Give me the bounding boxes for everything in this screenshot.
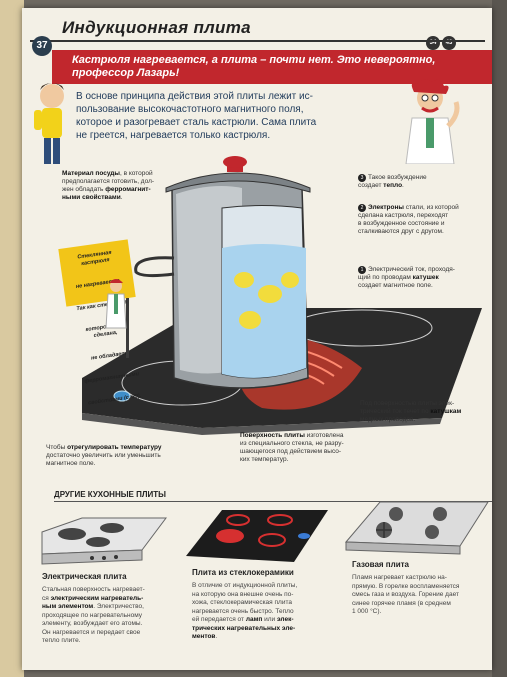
header-rule xyxy=(30,40,485,42)
banner-line: профессор Лазарь! xyxy=(72,67,180,79)
induction-stove-illustration xyxy=(82,156,482,435)
temperature-note: Чтобы отрегулировать температуру достато… xyxy=(46,444,162,467)
surface-note: Поверхность плиты изготовлена из специал… xyxy=(240,432,344,463)
section-number-badge: 37 xyxy=(32,36,52,56)
ceramic-stove-text: В отличие от индукционной плиты, на кото… xyxy=(192,582,298,640)
page-header: Индукционная плита 34 43 xyxy=(22,16,492,50)
professor-character-icon xyxy=(405,79,460,164)
electric-stove-text: Стальная поверхность нагревает- ся элект… xyxy=(42,586,145,644)
adjacent-page-strip xyxy=(0,0,24,677)
banner-line: Кастрюля нагревается, а плита – почти не… xyxy=(72,54,436,66)
intro-line: В основе принципа действия этой плиты ле… xyxy=(76,91,313,102)
coil-note: Под поверхностью плиты элек- трический т… xyxy=(360,400,462,423)
page: Индукционная плита 34 43 Кастрюля нагрев… xyxy=(22,8,492,670)
gas-stove-title: Газовая плита xyxy=(352,560,409,569)
intro-line: не греется, нагревается только кастрюля. xyxy=(76,130,271,141)
gas-stove-icon xyxy=(344,501,489,555)
boy-character-icon xyxy=(34,83,64,164)
small-professor-icon xyxy=(105,279,127,329)
intro-line: которое и разогревает сталь кастрюли. Са… xyxy=(76,117,317,128)
page-title: Индукционная плита xyxy=(62,18,251,37)
gas-stove-text: Пламя нагревает кастрюлю на- прямую. В г… xyxy=(352,574,460,615)
intro-text: В основе принципа действия этой плиты ле… xyxy=(76,90,376,142)
section-header: ДРУГИЕ КУХОННЫЕ ПЛИТЫ xyxy=(54,490,166,499)
ceramic-stove-title: Плита из стеклокерамики xyxy=(192,568,294,577)
book-edge xyxy=(492,0,507,677)
page-number-right: 43 xyxy=(442,36,456,50)
intro-line: пользование высокочастотного магнитного … xyxy=(76,104,304,115)
question-banner: Кастрюля нагревается, а плита – почти не… xyxy=(52,50,492,84)
electric-stove-title: Электрическая плита xyxy=(42,572,127,581)
page-number-left: 34 xyxy=(426,36,440,50)
material-note: Материал посуды, в которой предполагаетс… xyxy=(62,170,155,201)
ceramic-stove-icon xyxy=(186,510,328,562)
electric-stove-icon xyxy=(41,517,167,565)
